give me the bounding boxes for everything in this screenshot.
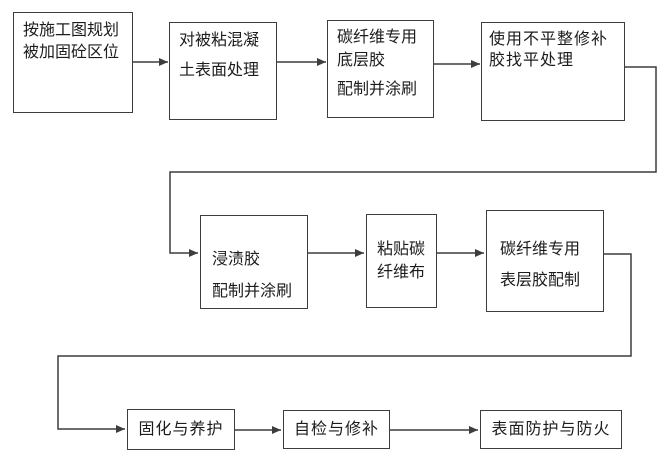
flow-step-label: 使用不平整修补 [489, 31, 609, 48]
flow-step-self-inspection-and-repair: 自检与修补 [283, 410, 390, 449]
flow-step-label: 浸渍胶 [212, 251, 261, 268]
flow-step-label: 被加固砼区位 [23, 44, 120, 61]
flow-step-label: 碳纤维专用 [500, 241, 581, 258]
flow-step-primer-adhesive: 碳纤维专用 底层胶 配制并涂刷 [327, 20, 434, 118]
connector-leveling-to-impregnate [169, 66, 657, 257]
flow-step-label: 表面防护与防火 [491, 420, 611, 438]
flow-step-label: 自检与修补 [293, 420, 379, 438]
flow-step-label: 碳纤维专用 [337, 29, 418, 46]
flow-step-leveling-treatment: 使用不平整修补 胶找平处理 [481, 22, 625, 121]
flow-step-impregnating-adhesive: 浸渍胶 配制并涂刷 [200, 215, 308, 309]
flow-step-label: 土表面处理 [179, 62, 260, 79]
flow-step-label: 配制并涂刷 [337, 81, 418, 98]
flow-step-topcoat-adhesive: 碳纤维专用 表层胶配制 [486, 210, 604, 312]
flow-step-label: 对被粘混凝 [179, 32, 260, 49]
flow-step-label: 配制并涂刷 [212, 283, 293, 300]
flow-step-surface-fire-protection: 表面防护与防火 [480, 410, 622, 449]
connector-topcoat-to-curing [57, 253, 632, 433]
flow-step-plan-region: 按施工图规划 被加固砼区位 [13, 12, 133, 113]
flow-step-label: 胶找平处理 [489, 52, 575, 69]
flow-step-curing-and-maintenance: 固化与养护 [127, 409, 235, 450]
flow-step-label: 粘贴碳 [377, 241, 426, 258]
flow-step-label: 按施工图规划 [23, 22, 120, 39]
flow-step-paste-carbon-fiber-cloth: 粘贴碳 纤维布 [366, 214, 437, 308]
flow-step-label: 纤维布 [377, 264, 426, 281]
flow-step-concrete-surface-treatment: 对被粘混凝 土表面处理 [169, 22, 277, 120]
flow-step-label: 表层胶配制 [500, 272, 581, 289]
flow-step-label: 固化与养护 [138, 420, 224, 438]
flow-step-label: 底层胶 [337, 52, 386, 69]
